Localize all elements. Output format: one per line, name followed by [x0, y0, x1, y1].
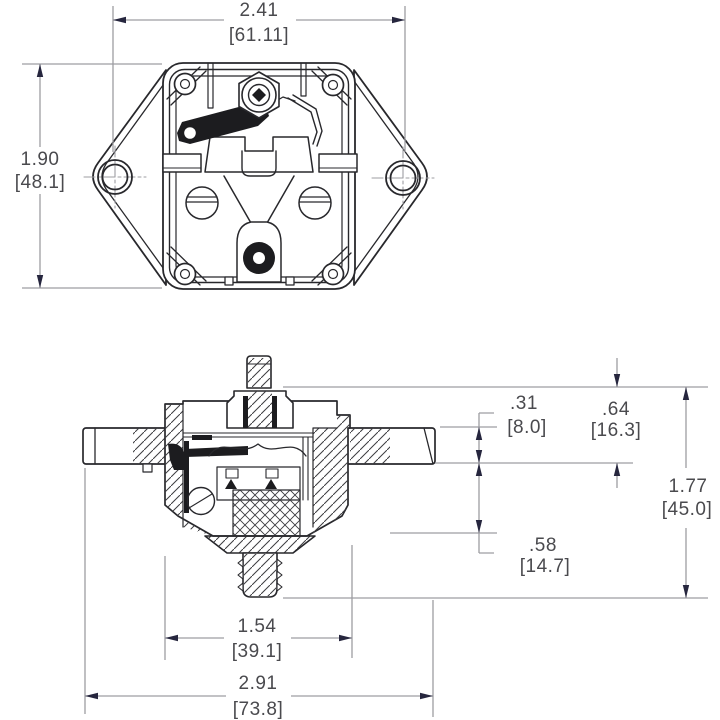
slotted-screw-right [298, 186, 332, 220]
mounting-hole-right [385, 160, 421, 196]
dim-overall-width-in: 2.91 [239, 673, 278, 694]
dimension-annotations: 2.41 [61.11] 1.90 [48.1] .31 [8.0] .64 [… [15, 0, 713, 720]
hex-base [204, 535, 316, 554]
bimetal-arm [177, 104, 269, 144]
dim-protrusion-in: .64 [602, 399, 630, 420]
dim-body-height-in: 1.90 [21, 149, 60, 170]
dim-body-diameter-in: 1.54 [238, 616, 277, 637]
dim-depth-below-flange-in: .58 [529, 535, 557, 556]
slotted-screw-left [185, 186, 219, 220]
dim-hole-spacing-mm: [61.11] [229, 25, 289, 46]
dim-overall-height-mm: [45.0] [662, 499, 713, 520]
side-tab-right [318, 153, 358, 173]
dim-overall-width-mm: [73.8] [233, 699, 284, 720]
dim-panel-thickness-in: .31 [510, 393, 538, 414]
screw-section [186, 486, 216, 516]
mechanism-plate [204, 136, 314, 173]
dim-hole-spacing-in: 2.41 [240, 0, 279, 21]
front-view [83, 62, 435, 290]
dim-panel-thickness-mm: [8.0] [507, 417, 546, 438]
corner-screws [173, 72, 345, 286]
section-view [82, 355, 436, 598]
mounting-hole-left [97, 159, 133, 195]
side-tab-left [162, 153, 202, 173]
dim-overall-height-in: 1.77 [669, 476, 708, 497]
top-screw [238, 71, 280, 119]
dim-depth-below-flange-mm: [14.7] [520, 556, 571, 577]
dim-body-height-mm: [48.1] [15, 172, 66, 193]
dim-body-diameter-mm: [39.1] [232, 641, 283, 662]
dim-protrusion-mm: [16.3] [591, 420, 642, 441]
